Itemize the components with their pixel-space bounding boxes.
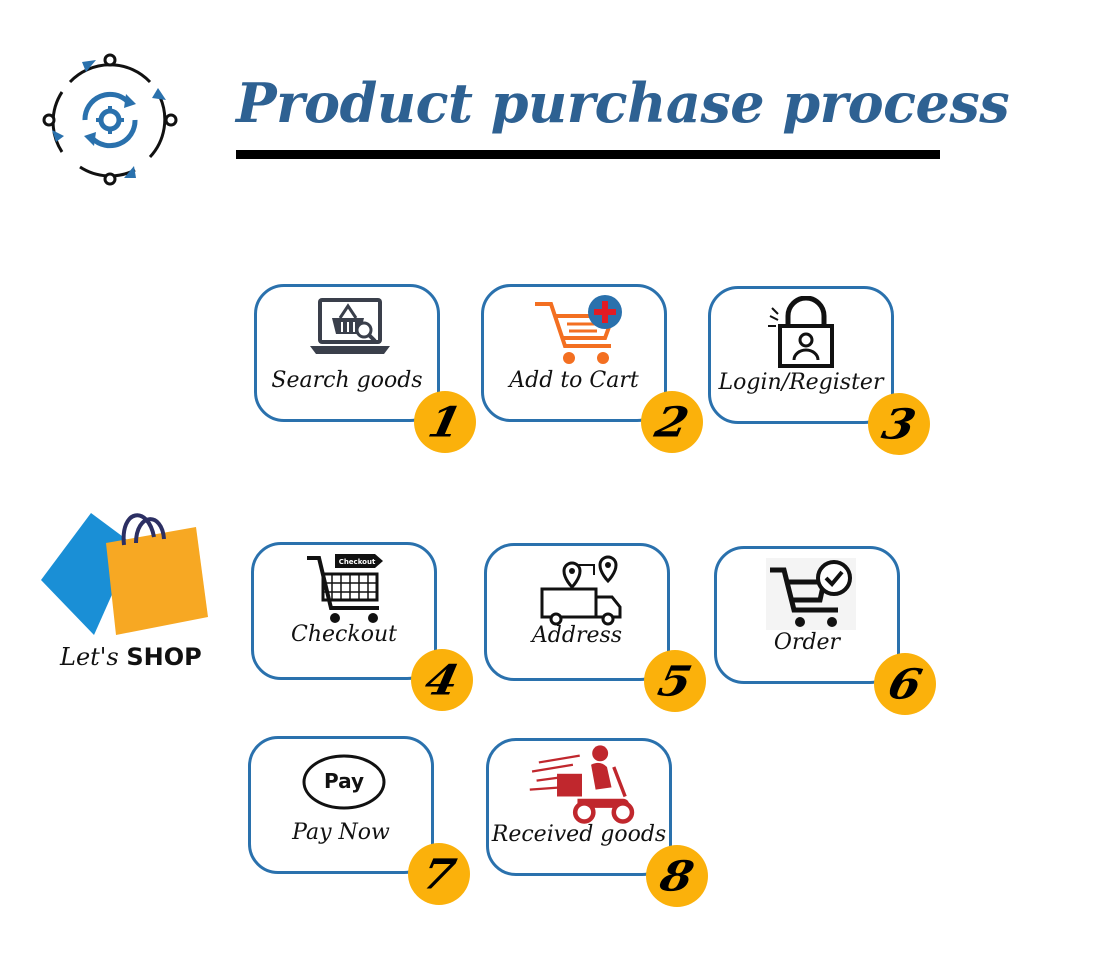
step-address: Address 5 [484, 543, 706, 712]
shopping-bags-icon [41, 513, 208, 635]
step-number-badge: 6 [874, 653, 936, 715]
step-number-badge: 8 [646, 845, 708, 907]
lock-user-icon [768, 296, 834, 368]
step-label: Add to Cart [509, 368, 639, 393]
page-title: Product purchase process [236, 71, 1010, 135]
title-underline [236, 150, 940, 159]
checkout-tag-text: Checkout [339, 558, 376, 566]
cart-add-icon [535, 295, 622, 364]
step-received-goods: Received goods 8 [486, 738, 708, 907]
step-pay-now: Pay Pay Now 7 [248, 736, 470, 905]
step-login-register: Login/Register 3 [708, 286, 930, 455]
step-label: Address [531, 623, 623, 648]
step-add-to-cart: Add to Cart 2 [481, 284, 703, 453]
checkout-cart-icon: Checkout [307, 554, 383, 623]
step-number-badge: 7 [408, 843, 470, 905]
delivery-truck-location-icon [540, 555, 622, 626]
lets-text: Let's [60, 643, 119, 671]
step-number-badge: 5 [644, 650, 706, 712]
step-label: Pay Now [292, 820, 390, 845]
step-label: Search goods [271, 368, 423, 393]
step-number-badge: 4 [411, 649, 473, 711]
step-number-badge: 3 [868, 393, 930, 455]
step-label: Received goods [491, 822, 667, 847]
lets-shop-logo-text: Let's SHOP [60, 645, 202, 669]
step-order: Order 6 [714, 546, 936, 715]
shop-text: SHOP [126, 643, 202, 671]
step-checkout: Checkout Checkout 4 [251, 542, 473, 711]
pay-bubble-icon: Pay [302, 754, 386, 810]
step-card [708, 286, 894, 424]
pay-bubble-text: Pay [324, 769, 364, 793]
process-cycle-logo-icon [42, 53, 178, 186]
step-number-badge: 1 [414, 391, 476, 453]
step-search-goods: Search goods 1 [254, 284, 476, 453]
step-label: Login/Register [718, 370, 884, 395]
delivery-scooter-icon [529, 745, 635, 824]
cart-check-icon [766, 558, 856, 630]
step-label: Order [773, 630, 841, 655]
laptop-basket-search-icon [310, 298, 390, 354]
step-number-badge: 2 [641, 391, 703, 453]
step-label: Checkout [291, 622, 397, 647]
step-card [481, 284, 667, 422]
